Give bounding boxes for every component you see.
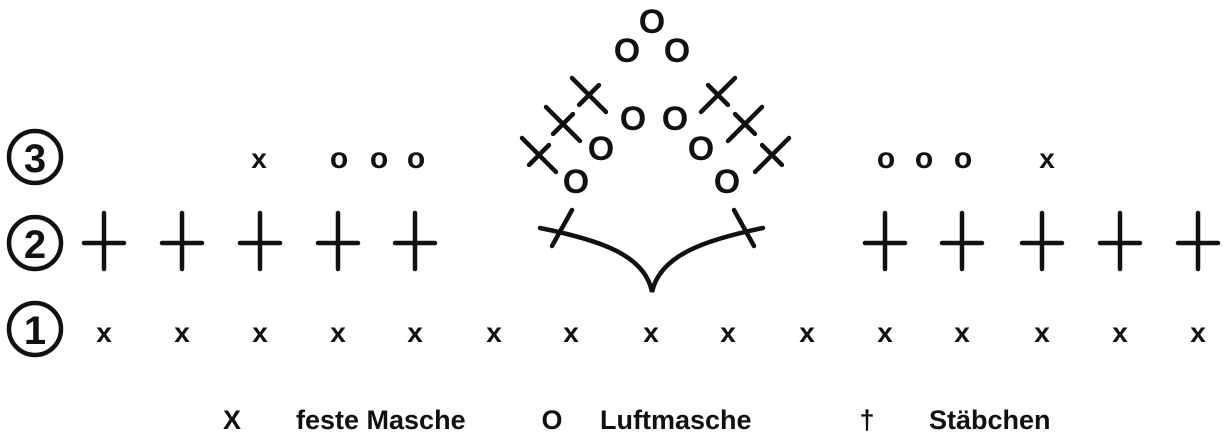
legend-sc-label: feste Masche: [296, 405, 466, 434]
sc-mark: x: [877, 317, 893, 348]
sc-mark: x: [720, 317, 736, 348]
sc-mark: x: [1039, 143, 1055, 174]
ch-mark: O: [614, 32, 640, 70]
row-2-stitches: [81, 210, 1221, 272]
fan-base-tick-right: [731, 207, 757, 249]
ch-mark: o: [915, 142, 933, 175]
sc-mark: x: [407, 317, 423, 348]
row-number-3: 3: [24, 137, 46, 181]
sc-mark: x: [1034, 317, 1050, 348]
ch-mark: O: [563, 163, 589, 201]
dc-mark: [698, 75, 738, 115]
sc-mark: x: [251, 143, 267, 174]
ch-mark: O: [588, 130, 614, 168]
dc-mark: [1097, 210, 1143, 272]
dc-mark: [862, 210, 908, 272]
ch-mark: o: [877, 142, 895, 175]
legend-sc-symbol: X: [223, 405, 241, 434]
dc-bar: [550, 111, 576, 137]
ch-mark: O: [662, 100, 688, 138]
fan-base-curve: [537, 225, 766, 293]
dc-mark: [392, 210, 438, 272]
ch-mark: o: [330, 142, 348, 175]
dc-mark: [939, 210, 985, 272]
sc-mark: x: [1190, 317, 1206, 348]
dc-mark: [519, 135, 559, 175]
row-marker-1: 1: [6, 300, 64, 358]
fan-base-tick-left: [549, 207, 575, 249]
dc-mark: [1175, 210, 1221, 272]
sc-mark: x: [174, 317, 190, 348]
dc-mark: [1019, 210, 1065, 272]
dc-mark: [81, 210, 127, 272]
legend-ch-symbol: O: [541, 405, 562, 434]
dc-mark: [752, 135, 792, 175]
ch-mark: O: [714, 163, 740, 201]
sc-mark: x: [1112, 317, 1128, 348]
dc-mark: [569, 75, 609, 115]
sc-mark: x: [330, 317, 346, 348]
ch-mark: o: [407, 142, 425, 175]
dc-mark: [543, 104, 583, 144]
legend-dc-label: Stäbchen: [929, 405, 1051, 434]
sc-mark: x: [96, 317, 112, 348]
dc-bar: [732, 111, 758, 137]
sc-mark: x: [799, 317, 815, 348]
sc-mark: x: [643, 317, 659, 348]
ch-mark: O: [688, 130, 714, 168]
sc-mark: x: [252, 317, 268, 348]
dc-mark: [725, 104, 765, 144]
dc-bar: [759, 142, 785, 168]
ch-mark: O: [620, 100, 646, 138]
dc-mark: [159, 210, 205, 272]
dc-mark: [315, 210, 361, 272]
dc-mark: [237, 210, 283, 272]
dc-bar: [705, 82, 731, 108]
legend-dc-symbol: †: [859, 405, 874, 434]
dc-bar: [526, 142, 552, 168]
ch-mark: o: [954, 142, 972, 175]
dc-bar: [576, 82, 602, 108]
ch-mark: O: [664, 32, 690, 70]
sc-mark: x: [563, 317, 579, 348]
sc-mark: x: [486, 317, 502, 348]
row-marker-2: 2: [6, 214, 64, 272]
legend: X feste Masche O Luftmasche † Stäbchen: [223, 405, 1051, 434]
row-number-2: 2: [24, 223, 46, 267]
row-number-1: 1: [24, 309, 46, 353]
ch-mark: o: [370, 142, 388, 175]
sc-mark: x: [954, 317, 970, 348]
row-marker-3: 3: [6, 128, 64, 186]
ch-mark: O: [639, 3, 665, 41]
legend-ch-label: Luftmasche: [600, 405, 752, 434]
